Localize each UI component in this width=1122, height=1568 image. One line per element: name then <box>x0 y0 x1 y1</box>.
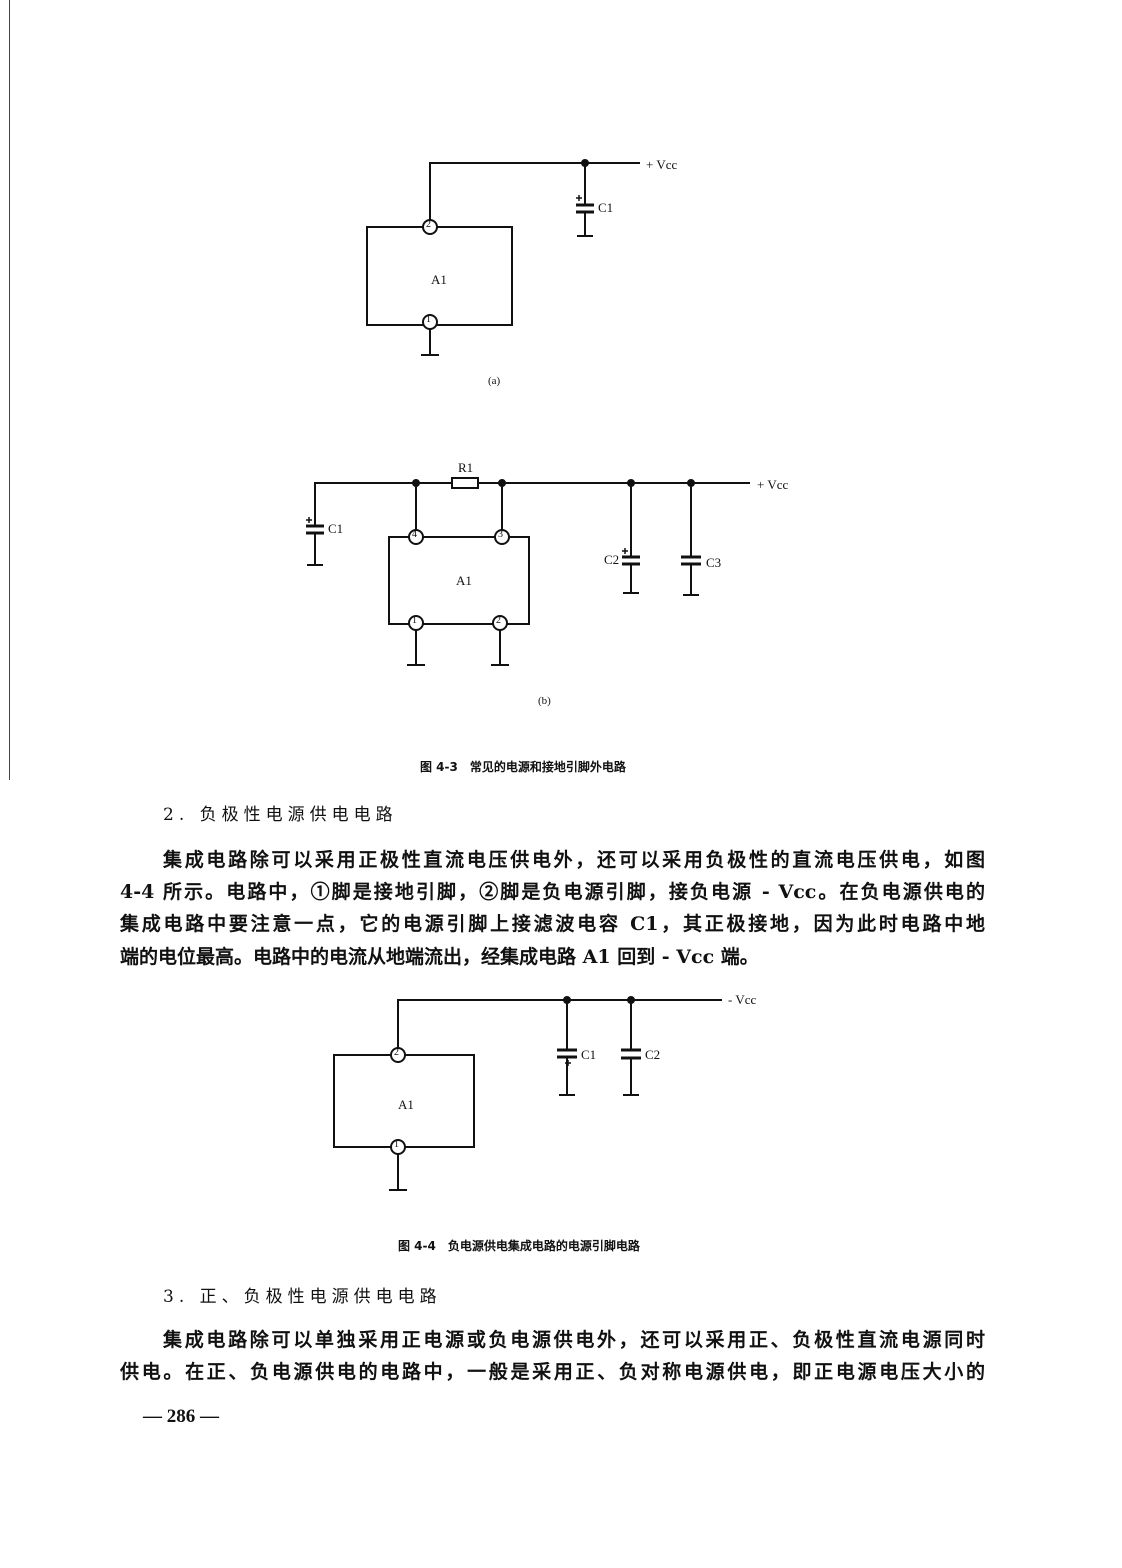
c2-label: C2 <box>645 1047 661 1062</box>
chip-label: A1 <box>398 1097 414 1112</box>
paragraph-line: 端的电位最高。电路中的电流从地端流出，经集成电路 A1 回到 - Vcc 端。 <box>120 946 759 968</box>
subfigure-a-label: (a) <box>488 375 501 387</box>
figure-4-3-caption: 图 4-3 常见的电源和接地引脚外电路 <box>420 760 626 774</box>
c1-label: C1 <box>581 1047 597 1062</box>
paragraph-line: 4-4 所示。电路中，①脚是接地引脚，②脚是负电源引脚，接负电源 - Vcc。在… <box>120 881 985 903</box>
figure-4-4-circuit <box>333 996 722 1191</box>
resistor-label: R1 <box>458 460 474 475</box>
vcc-label: + Vcc <box>646 157 678 172</box>
figure-4-3a-circuit <box>366 159 640 356</box>
vcc-label: + Vcc <box>757 477 789 492</box>
c2-label: C2 <box>604 552 620 567</box>
paragraph-line: 供电。在正、负电源供电的电路中，一般是采用正、负对称电源供电，即正电源电压大小的 <box>120 1361 985 1383</box>
c3-label: C3 <box>706 555 722 570</box>
paragraph-line: 集成电路除可以采用正极性直流电压供电外，还可以采用负极性的直流电压供电，如图 <box>163 849 985 871</box>
pin-1-label: 1 <box>394 1139 399 1150</box>
scan-margin-line <box>9 0 10 780</box>
figure-4-3b-circuit <box>306 477 750 666</box>
pin-1-label: 1 <box>426 314 431 325</box>
neg-vcc-label: - Vcc <box>728 992 757 1007</box>
capacitor-label: C1 <box>598 200 614 215</box>
paragraph-line: 集成电路除可以单独采用正电源或负电源供电外，还可以采用正、负极性直流电源同时 <box>163 1329 985 1351</box>
pin-1-label: 1 <box>412 615 417 626</box>
chip-label: A1 <box>456 573 472 588</box>
page-number: — 286 — <box>143 1406 219 1427</box>
figure-4-4-caption: 图 4-4 负电源供电集成电路的电源引脚电路 <box>398 1239 640 1253</box>
section-3-heading: 3. 正、负极性电源供电电路 <box>163 1287 442 1307</box>
section-2-heading: 2. 负极性电源供电电路 <box>163 805 398 825</box>
pin-2-label: 2 <box>426 219 431 230</box>
pin-2-label: 2 <box>394 1047 399 1058</box>
pin-2-label: 2 <box>496 615 501 626</box>
pin-3-label: 3 <box>498 529 503 540</box>
polarity-marks <box>306 195 628 1066</box>
subfigure-b-label: (b) <box>538 695 551 707</box>
paragraph-line: 集成电路中要注意一点，它的电源引脚上接滤波电容 C1，其正极接地，因为此时电路中… <box>120 913 985 935</box>
chip-label: A1 <box>431 272 447 287</box>
pin-4-label: 4 <box>412 529 417 540</box>
c1-label: C1 <box>328 521 344 536</box>
